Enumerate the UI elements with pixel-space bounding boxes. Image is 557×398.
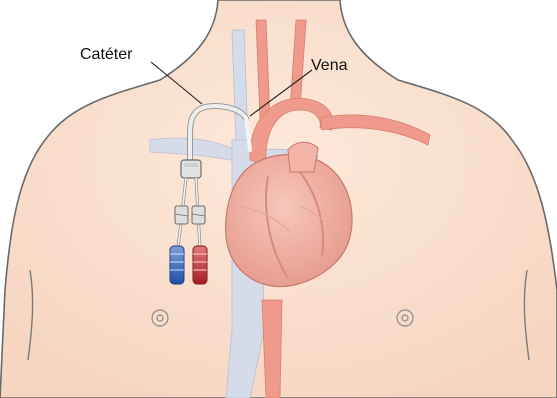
blue-lumen-cap [170, 246, 184, 284]
red-lumen-cap [193, 246, 207, 284]
vein-label: Vena [311, 58, 347, 74]
catheter-label: Catéter [80, 47, 132, 63]
